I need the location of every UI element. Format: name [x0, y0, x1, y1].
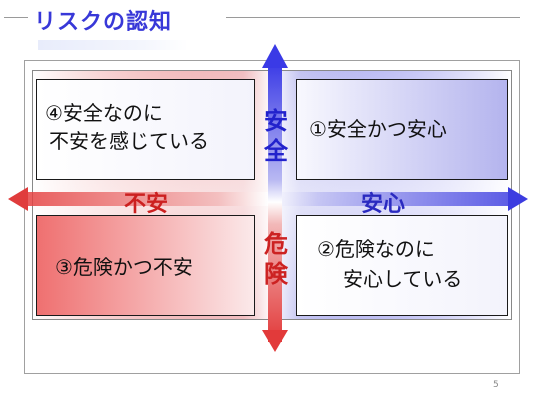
page-number: 5 [493, 380, 499, 390]
quadrant-safe-and-secure: ①安全かつ安心 [296, 79, 508, 180]
quadrant-dangerous-and-anxious: ③危険かつ不安 [36, 215, 255, 316]
vertical-axis-bar [268, 62, 282, 342]
axis-label-secure: 安心 [361, 192, 406, 217]
title-rule-left [4, 17, 28, 18]
axis-label-anxious: 不安 [124, 192, 169, 217]
quadrant-label-line1: ④安全なのに [45, 101, 163, 125]
quadrant-label-line2: 不安を感じている [49, 129, 209, 153]
quadrant-label-line1: ①安全かつ安心 [309, 117, 447, 141]
axis-label-safe: 安全 [264, 107, 288, 165]
arrow-right-icon [508, 187, 528, 211]
arrow-left-icon [8, 187, 28, 211]
quadrant-label-line2: 安心している [343, 267, 463, 291]
title-rule-right [226, 17, 520, 18]
axis-label-danger: 危険 [264, 230, 288, 288]
quadrant-dangerous-but-secure: ②危険なのに 安心している [296, 215, 508, 316]
title-underline [38, 40, 188, 50]
quadrant-label-line1: ②危険なのに [317, 237, 435, 261]
slide-title: リスクの認知 [34, 10, 173, 35]
quadrant-safe-but-anxious: ④安全なのに 不安を感じている [36, 79, 255, 180]
quadrant-label-line1: ③危険かつ不安 [55, 255, 193, 279]
arrow-up-icon [262, 44, 288, 68]
arrow-down-icon [262, 330, 288, 352]
